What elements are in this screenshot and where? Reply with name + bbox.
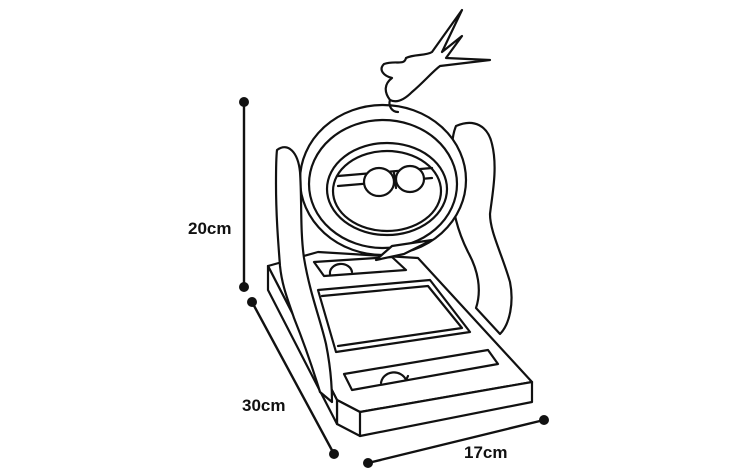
dimension-height <box>239 97 249 292</box>
oval-window-inner <box>331 149 443 233</box>
bead-divider <box>392 171 398 190</box>
ring-pointer <box>374 238 434 262</box>
rear-ball <box>328 262 354 276</box>
tray-inner-panel <box>320 284 464 348</box>
dimension-line-depth <box>250 301 336 455</box>
rear-slot <box>312 255 408 278</box>
dimension-endpoint-right <box>539 415 549 425</box>
ring-frame-inner <box>307 118 459 250</box>
dimension-endpoint-front <box>329 449 339 459</box>
feather-tail <box>380 8 492 103</box>
dimension-line-width <box>367 418 545 465</box>
depth-label: 30cm <box>242 396 285 415</box>
front-ball <box>379 371 410 385</box>
width-label: 17cm <box>464 443 507 462</box>
tray-panel <box>316 278 472 354</box>
height-label: 20cm <box>188 219 231 238</box>
dimension-endpoint-left <box>363 458 373 468</box>
feather-neck <box>388 98 400 114</box>
dimension-depth <box>247 297 339 459</box>
abacus-bead-right <box>394 164 426 194</box>
dimension-endpoint-back <box>247 297 257 307</box>
dimension-endpoint-bottom <box>239 282 249 292</box>
dimension-endpoint-top <box>239 97 249 107</box>
left-side-support <box>274 146 334 404</box>
abacus-toy-illustration <box>266 8 534 438</box>
abacus-bead-left <box>362 166 396 198</box>
dimension-width <box>363 415 549 468</box>
